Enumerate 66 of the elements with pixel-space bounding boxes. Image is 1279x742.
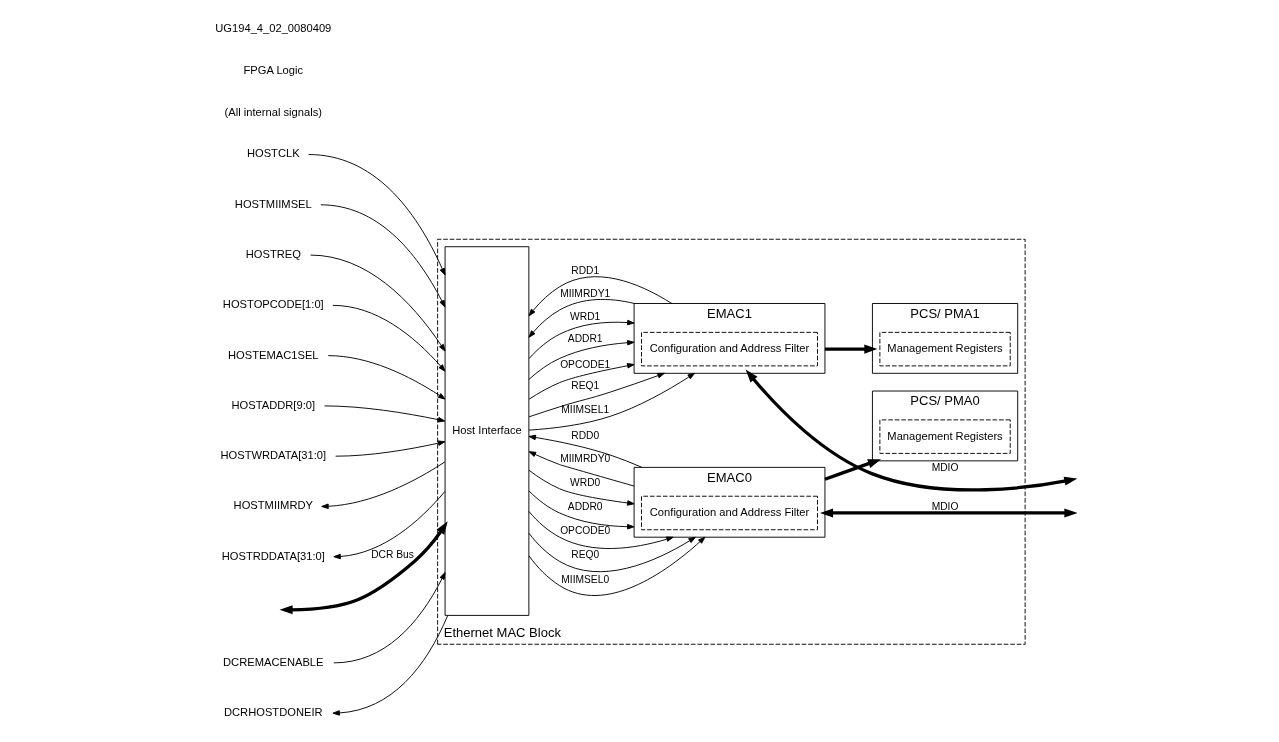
arrow — [332, 572, 445, 664]
arrow — [309, 254, 445, 352]
edge-label: OPCODE0 — [559, 525, 610, 537]
arrow — [528, 298, 635, 338]
node-box: Configuration and Address Filter — [640, 495, 818, 531]
edge-label: MIIMSEL0 — [560, 573, 609, 585]
edge-label: MDIO — [931, 501, 958, 513]
label: UG194_4_02_0080409 — [214, 21, 331, 34]
edge-label: MIIMRDY0 — [559, 452, 610, 464]
node-box: Management Registers — [878, 419, 1011, 454]
node-text: HOSTOPCODE[1:0] — [222, 298, 324, 311]
edge-label: DCR Bus — [370, 549, 414, 561]
arrow — [279, 521, 448, 615]
arrow — [528, 276, 672, 317]
node-text: HOSTMIIMRDY — [233, 499, 313, 512]
arrow — [527, 339, 635, 380]
arrow — [528, 469, 635, 506]
edge-label: MIIMRDY1 — [559, 287, 610, 299]
arrow — [327, 355, 445, 400]
label: (All internal signals) — [224, 105, 322, 118]
node-box: Management Registers — [878, 331, 1011, 367]
edge-label: WRD1 — [569, 311, 600, 323]
edge-label: OPCODE1 — [559, 358, 610, 370]
arrow — [323, 405, 445, 423]
edge-label: ADDR1 — [567, 333, 603, 345]
edge-label: WRD0 — [569, 476, 600, 488]
node-text: HOSTADDR[9:0] — [231, 398, 315, 411]
node-text: HOSTREQ — [245, 247, 301, 260]
node-text: DCREMACENABLE — [222, 655, 324, 668]
node-text: HOSTEMAC1SEL — [227, 348, 319, 361]
edge-label: ADDR0 — [567, 501, 603, 513]
edge-label: REQ0 — [570, 549, 599, 561]
arrow — [819, 508, 1077, 518]
arrow — [745, 369, 1077, 492]
node-text: DCRHOSTDONEIR — [223, 706, 323, 719]
node-box: Configuration and Address Filter — [640, 331, 818, 367]
node-text: HOSTMIIMSEL — [234, 197, 312, 210]
arrow — [528, 490, 635, 530]
label: FPGA Logic — [243, 63, 303, 76]
arrow — [319, 204, 445, 308]
arrow — [320, 461, 445, 510]
edge-label: MIIMSEL1 — [560, 404, 609, 416]
arrow — [332, 490, 445, 560]
arrow — [334, 440, 445, 457]
arrow — [527, 532, 696, 573]
edge-label: REQ1 — [570, 379, 599, 391]
arrow — [331, 304, 445, 372]
arrow — [331, 615, 448, 716]
arrow — [528, 319, 635, 360]
node-text: HOSTRDDATA[31:0] — [221, 549, 325, 562]
edge-label: RDD0 — [570, 430, 599, 442]
node-box: Host Interface — [444, 246, 529, 616]
node-text: HOSTCLK — [246, 147, 300, 160]
arrow — [527, 372, 695, 431]
edge-label: RDD1 — [570, 265, 599, 277]
node-text: HOSTWRDATA[31:0] — [220, 449, 326, 462]
arrow — [528, 451, 635, 487]
arrow — [528, 536, 705, 596]
arrow — [307, 154, 445, 276]
arrow — [528, 434, 642, 468]
arrow — [528, 363, 635, 400]
arrow — [823, 459, 881, 481]
arrow — [528, 372, 665, 418]
arrow — [527, 510, 674, 549]
arrow — [824, 344, 877, 354]
edge-label: MDIO — [931, 461, 958, 473]
